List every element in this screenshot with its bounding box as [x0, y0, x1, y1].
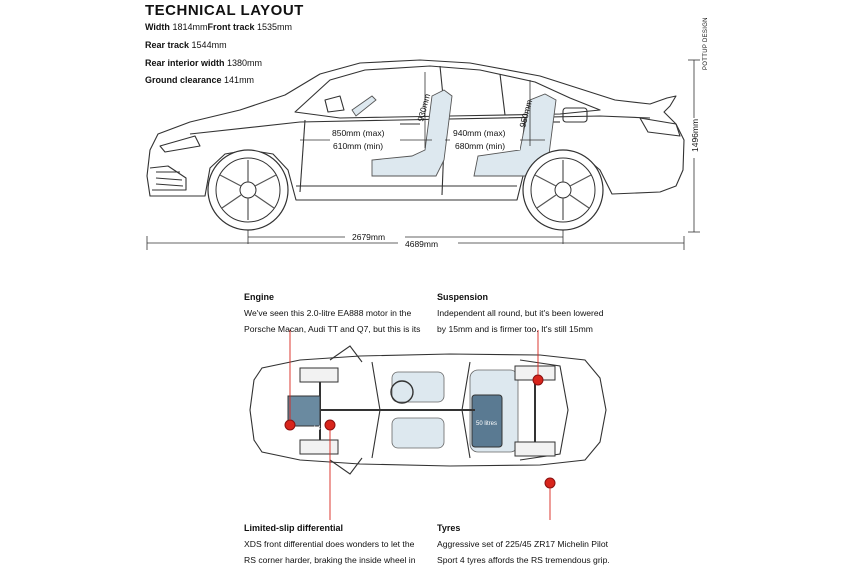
front-seat [371, 89, 453, 177]
suspension-callout: Suspension Independent all round, but it… [437, 289, 637, 337]
spec-label: Rear interior width [145, 58, 225, 68]
length-label: 4689mm [405, 239, 438, 249]
engine-callout: Engine We've seen this 2.0-litre EA888 m… [244, 289, 434, 337]
steering-wheel [351, 95, 377, 117]
front-legroom-min-label: 610mm (min) [333, 141, 383, 151]
spec-label: Width [145, 22, 170, 32]
rear-legroom-max-label: 940mm (max) [453, 128, 506, 138]
diff-callout: Limited-slip differential XDS front diff… [244, 520, 434, 568]
wheelbase-label: 2679mm [352, 232, 385, 242]
spec-value: 1544mm [191, 40, 227, 50]
spec-value: 1814mm [172, 22, 208, 32]
c-pillar [499, 73, 506, 116]
spec-value: 1380mm [227, 58, 263, 68]
rear-wheel [522, 149, 604, 231]
spec-label: Front track [207, 22, 255, 32]
engine-text-line: We've seen this 2.0-litre EA888 motor in… [244, 308, 412, 318]
spec-label: Ground clearance [145, 75, 222, 85]
suspension-heading: Suspension [437, 292, 489, 302]
tyres-heading: Tyres [437, 523, 461, 533]
engine-heading: Engine [244, 292, 275, 302]
tyres-text-line: Sport 4 tyres affords the RS tremendous … [437, 555, 610, 565]
diff-text-line: RS corner harder, braking the inside whe… [244, 555, 416, 565]
suspension-text-line: Independent all round, but it's been low… [437, 308, 604, 318]
spec-value: 1535mm [256, 22, 292, 32]
spec-row-rear-track: Rear track 1544mm [145, 40, 227, 50]
tyres-text-line: Aggressive set of 225/45 ZR17 Michelin P… [437, 539, 609, 549]
spec-value: 141mm [224, 75, 255, 85]
spec-row-ground-clearance: Ground clearance 141mm [145, 75, 254, 85]
height-label: 1496mm [690, 119, 700, 152]
spec-row-rear-interior-width: Rear interior width 1380mm [145, 58, 262, 68]
tyres-callout: Tyres Aggressive set of 225/45 ZR17 Mich… [437, 520, 637, 568]
front-legroom-max-label: 850mm (max) [332, 128, 385, 138]
engine-text-line: Porsche Macan, Audi TT and Q7, but this … [244, 324, 421, 334]
diff-text-line: XDS front differential does wonders to l… [244, 539, 415, 549]
suspension-text-line: by 15mm and is firmer too. It's still 15… [437, 324, 593, 334]
front-wheel [207, 149, 289, 231]
rear-legroom-min-label: 680mm (min) [455, 141, 505, 151]
spec-label: Rear track [145, 40, 190, 50]
page-title: TECHNICAL LAYOUT [145, 2, 304, 19]
diff-heading: Limited-slip differential [244, 523, 344, 533]
spec-row-width: Width 1814mmFront track 1535mm [145, 22, 292, 32]
